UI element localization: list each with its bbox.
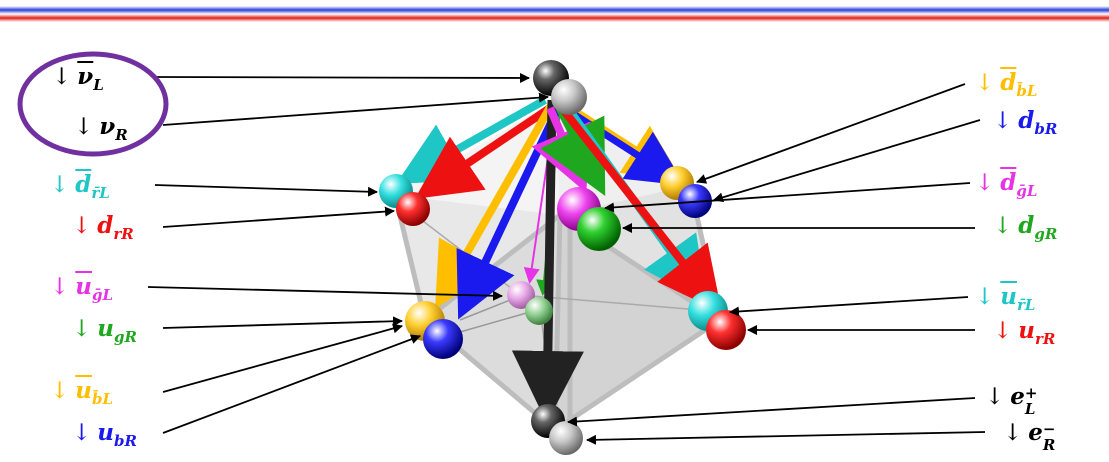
label-u-rR: ↓urR <box>993 317 1056 349</box>
label-ubar-rL: ↓ur̄L <box>975 283 1036 315</box>
label-d-rR: ↓drR <box>72 212 134 244</box>
label-e-L: ↓e+L <box>985 383 1038 419</box>
neutrino-highlight-ellipse <box>17 51 169 157</box>
label-d-bR: ↓dbR <box>993 107 1058 139</box>
d-gR-sphere <box>577 207 621 251</box>
label-d-gR: ↓dgR <box>993 212 1058 244</box>
label-ubar-bL: ↓ub̄L <box>50 377 114 409</box>
leader-arrows <box>147 72 986 445</box>
spheres <box>379 60 746 455</box>
colored-arrows <box>396 96 722 423</box>
label-ubar-gL: ↓uḡL <box>50 273 114 305</box>
header-rule <box>0 6 1109 22</box>
label-nu-R: ↓νR <box>74 113 128 145</box>
label-u-bR: ↓ubR <box>72 419 137 451</box>
ubar-gL-faint-sphere <box>507 281 535 309</box>
label-e-R: ↓e−R <box>1003 419 1056 455</box>
u-gR-faint-sphere <box>525 297 553 325</box>
d-rR-sphere <box>396 192 430 226</box>
label-nu-L: ↓νL <box>52 63 104 95</box>
u-bR-sphere <box>423 319 463 359</box>
label-dbar-rL: ↓dr̄L <box>50 171 110 203</box>
u-rR-sphere <box>706 310 746 350</box>
label-dbar-gL: ↓dḡL <box>975 169 1038 201</box>
label-dbar-bL: ↓db̄L <box>975 69 1038 101</box>
nu-R-sphere <box>551 79 587 115</box>
e-R-sphere <box>549 421 583 455</box>
label-u-gR: ↓ugR <box>72 315 137 347</box>
